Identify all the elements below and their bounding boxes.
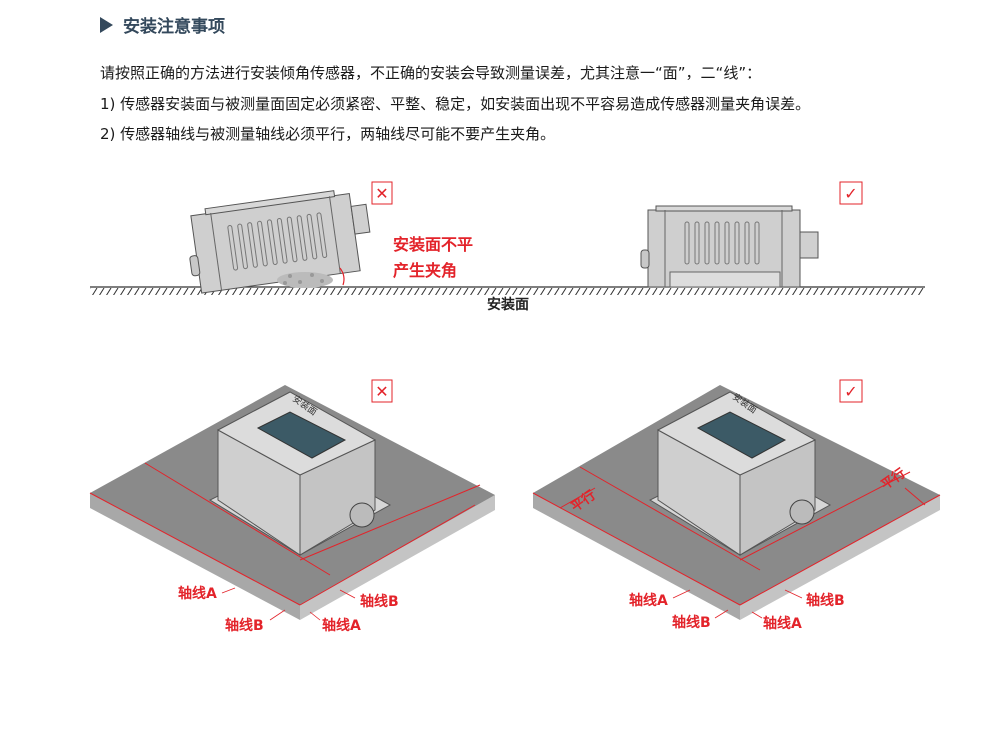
triangle-right-icon [100, 16, 113, 33]
right-mark-icon: ✓ [844, 184, 857, 203]
right-mark-icon-2: ✓ [844, 382, 857, 401]
wrong-mark-box-2 [371, 379, 393, 403]
right-mark-box-2 [839, 379, 863, 403]
angle-arc [339, 267, 345, 286]
wrong-mark-box [371, 181, 393, 205]
debris [277, 272, 333, 288]
axis-a-label: 轴线A [763, 615, 802, 632]
level-sensor [640, 205, 819, 288]
section-title-text: 安装注意事项 [123, 17, 225, 37]
sensor-right: 安装面 [648, 391, 832, 556]
sensor-left: 安装面 [208, 391, 392, 556]
right-mark-box [839, 181, 863, 205]
wrong-mark-icon: ✕ [375, 184, 388, 203]
rule-2: 2) 传感器轴线与被测量轴线必须平行，两轴线尽可能不要产生夹角。 [100, 125, 556, 143]
axis-a-label: 轴线A [178, 585, 217, 602]
rule-1: 1) 传感器安装面与被测量面固定必须紧密、平整、稳定，如安装面出现不平容易造成传… [100, 95, 811, 113]
section-title: 安装注意事项 [100, 12, 225, 37]
wrong-mark-icon-2: ✕ [375, 382, 388, 401]
ground-label: 安装面 [487, 296, 529, 313]
axis-a-label: 轴线A [629, 592, 668, 609]
axis-b-label: 轴线B [672, 614, 711, 631]
axis-b-label: 轴线B [360, 593, 399, 610]
axis-a-label: 轴线A [322, 617, 361, 634]
intro-paragraph: 请按照正确的方法进行安装倾角传感器，不正确的安装会导致测量误差，尤其注意一“面”… [100, 64, 762, 82]
warning-line1: 安装面不平 [393, 235, 473, 254]
warning-line2: 产生夹角 [393, 261, 457, 280]
axis-b-label: 轴线B [806, 592, 845, 609]
axis-b-label: 轴线B [225, 617, 264, 634]
